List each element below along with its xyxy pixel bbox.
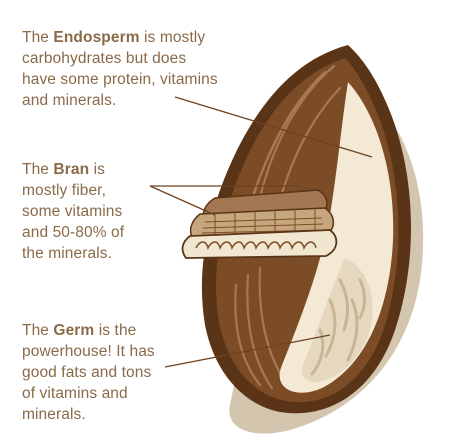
leader-lines (149, 96, 373, 368)
endosperm-term: Endosperm (53, 29, 140, 46)
bran-term: Bran (53, 161, 90, 178)
germ-label: The Germ is the powerhouse! It has good … (22, 320, 182, 425)
germ-region (301, 258, 373, 383)
endosperm-line-4: and minerals. (22, 92, 117, 109)
bran-label: The Bran is mostly fiber, some vitamins … (22, 159, 172, 264)
endosperm-label: The Endosperm is mostly carbohydrates bu… (22, 27, 247, 111)
bran-line-3: some vitamins (22, 203, 123, 220)
germ-term: Germ (53, 322, 95, 339)
germ-line-1: is the (98, 322, 137, 339)
leader-line-germ (164, 334, 331, 368)
germ-line-4: of vitamins and (22, 385, 128, 402)
germ-line-5: minerals. (22, 406, 86, 423)
bran-line-4: and 50-80% of (22, 224, 125, 241)
endosperm-line-2: carbohydrates but does (22, 50, 187, 67)
endosperm-line-1: is mostly (144, 29, 206, 46)
germ-label-prefix: The (22, 322, 54, 339)
germ-line-2: powerhouse! It has (22, 343, 155, 360)
bran-line-2: mostly fiber, (22, 182, 106, 199)
leader-line-endosperm (174, 96, 373, 158)
endosperm-line-3: have some protein, vitamins (22, 71, 218, 88)
bran-line-5: the minerals. (22, 245, 113, 262)
bran-layers (181, 189, 338, 259)
endosperm-label-prefix: The (22, 29, 54, 46)
leader-line-bran-2 (149, 185, 216, 216)
germ-line-3: good fats and tons (22, 364, 152, 381)
bran-label-prefix: The (22, 161, 54, 178)
bran-line-1: is (93, 161, 105, 178)
